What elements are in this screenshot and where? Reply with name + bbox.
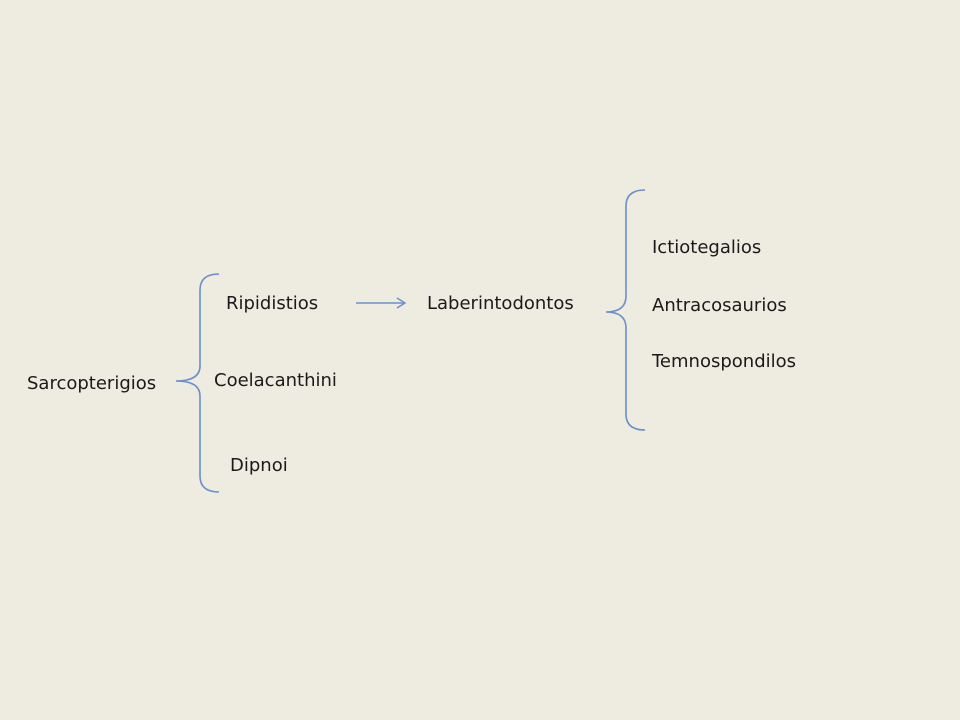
- node-ictiotegalios: Ictiotegalios: [652, 237, 762, 258]
- node-dipnoi: Dipnoi: [230, 455, 288, 476]
- node-sarcopterigios: Sarcopterigios: [27, 373, 157, 394]
- node-coelacanthini: Coelacanthini: [214, 370, 337, 391]
- node-ripidistios: Ripidistios: [226, 293, 319, 314]
- node-temnospondilos: Temnospondilos: [652, 351, 797, 372]
- right-brace: [605, 189, 646, 431]
- left-brace: [175, 273, 220, 493]
- node-laberintodontos: Laberintodontos: [427, 293, 574, 314]
- node-antracosaurios: Antracosaurios: [652, 295, 787, 316]
- arrow-ripidistios-to-laberintodontos: [356, 297, 407, 309]
